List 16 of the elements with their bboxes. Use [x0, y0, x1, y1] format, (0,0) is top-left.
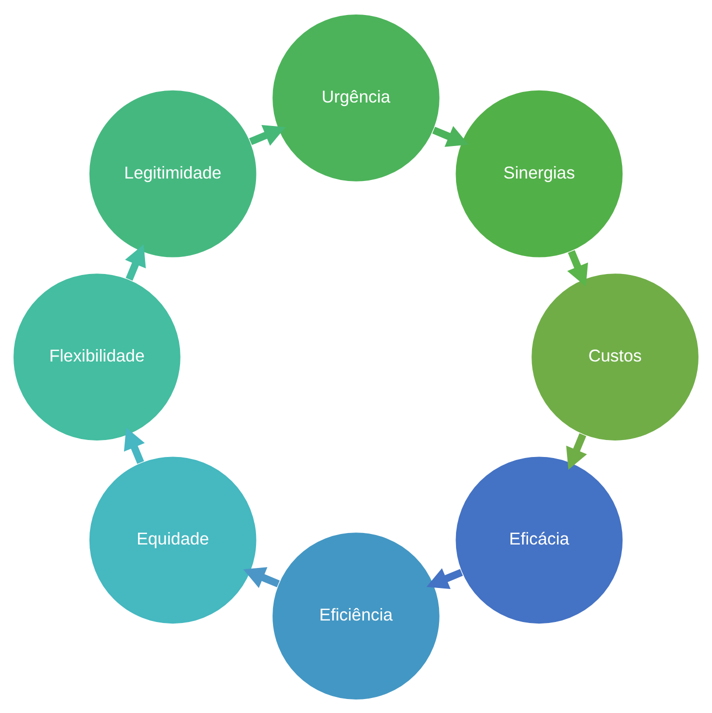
node-circle: Eficiência	[271, 530, 441, 700]
arrow	[426, 568, 463, 589]
node-circle: Eficácia	[454, 455, 624, 624]
arrow	[243, 566, 280, 588]
arrow	[567, 250, 588, 286]
arrow	[566, 432, 587, 470]
node-circle: Custos	[530, 272, 700, 442]
node-circle: Urgência	[271, 12, 441, 182]
arrow	[432, 126, 469, 146]
arrow	[125, 244, 146, 280]
node-circle: Flexibilidade	[12, 272, 182, 442]
node-circle: Equidade	[88, 455, 258, 624]
arrow	[124, 426, 145, 464]
arrow	[249, 124, 286, 146]
node-circle: Sinergias	[454, 88, 624, 258]
node-circle: Legitimidade	[88, 88, 258, 258]
